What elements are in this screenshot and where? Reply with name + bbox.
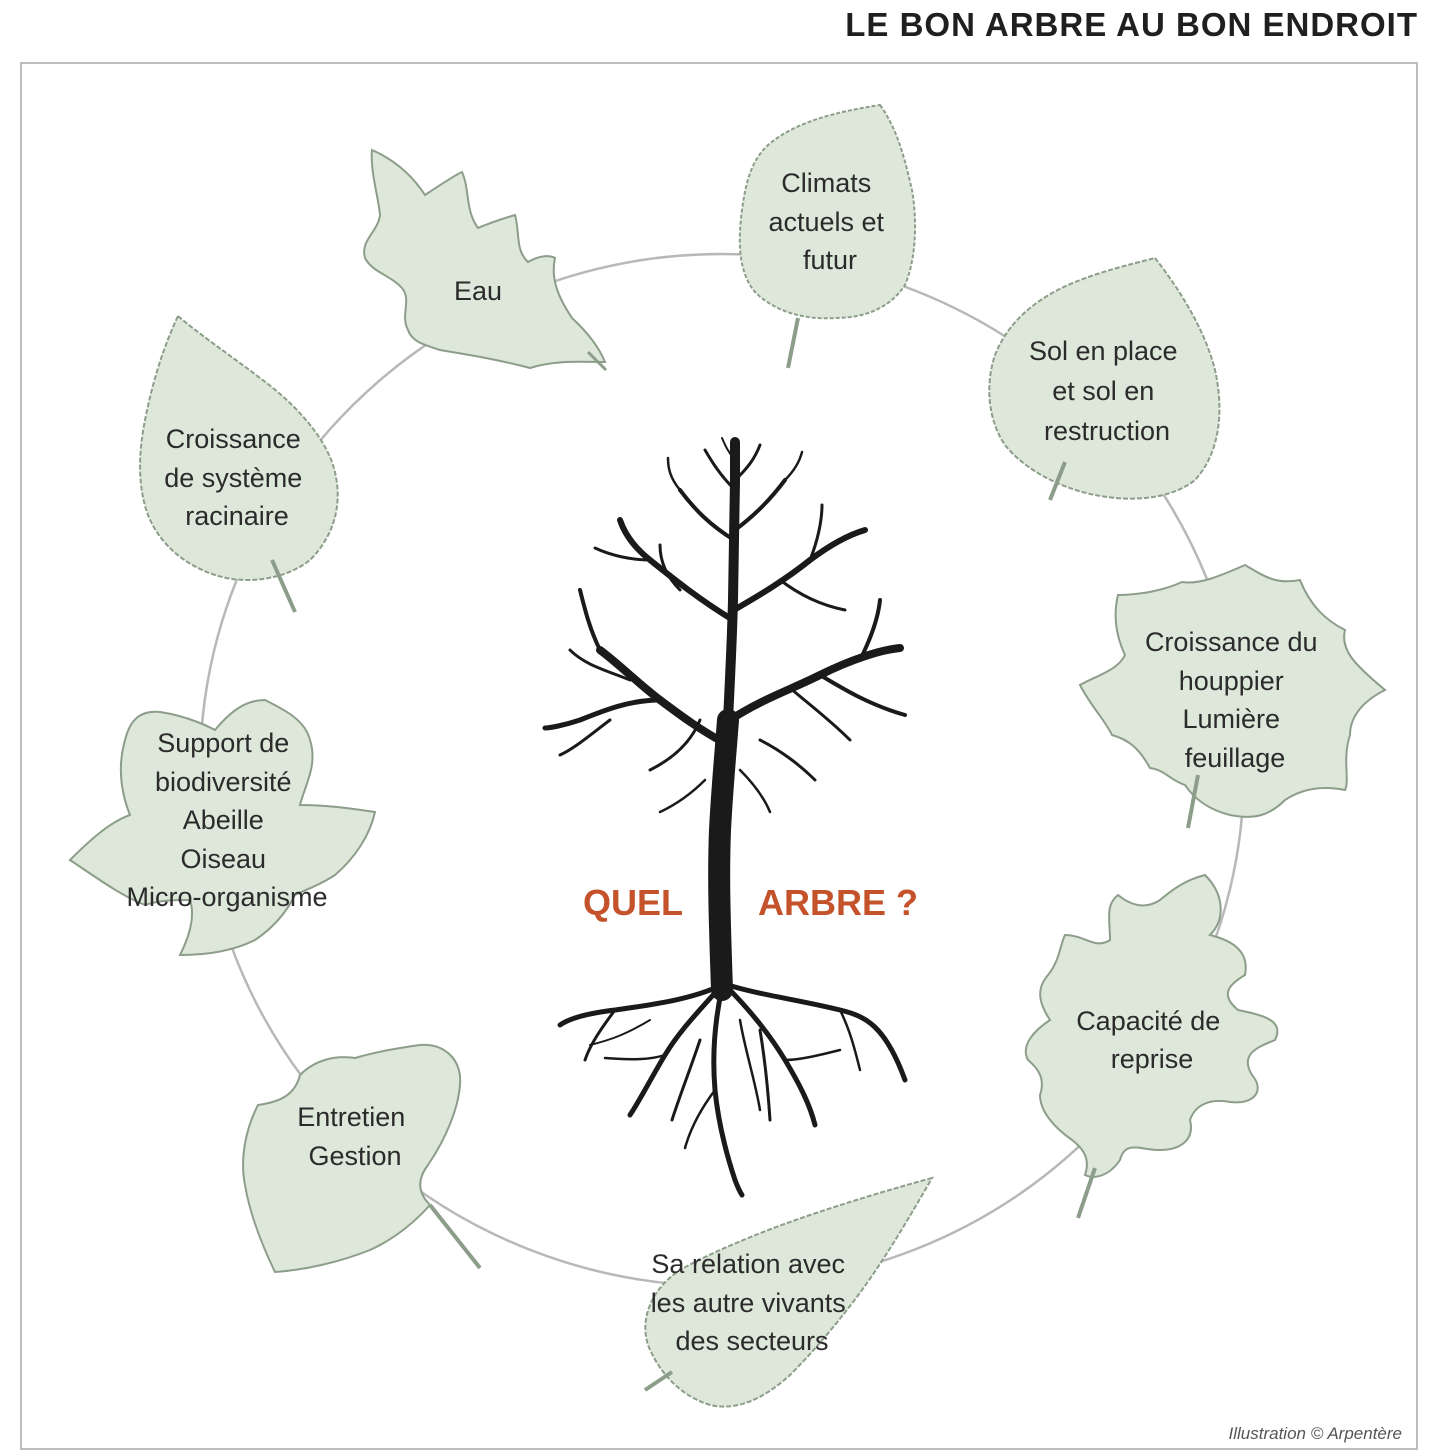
label-reprise: Capacité de reprise <box>1076 1006 1228 1074</box>
label-houppier-line: Croissance du <box>1145 627 1318 657</box>
leaf-relation <box>643 1176 935 1408</box>
label-eau-line: Eau <box>454 276 502 306</box>
label-houppier: Croissance du houppier Lumière feuillage <box>1145 627 1325 773</box>
label-houppier-line: Lumière <box>1182 704 1280 734</box>
leaf-sol <box>988 256 1221 501</box>
label-biodiversite-line: Support de <box>157 728 289 758</box>
label-biodiversite: Support de biodiversité Abeille Oiseau M… <box>126 728 327 912</box>
label-racinaire-line: de système <box>164 463 302 493</box>
diagram-title: LE BON ARBRE AU BON ENDROIT <box>845 6 1418 43</box>
label-relation: Sa relation avec les autre vivants des s… <box>651 1249 854 1356</box>
label-climats-line: Climats <box>781 168 871 198</box>
leaf-houppier <box>1078 563 1387 829</box>
leaf-racinaire <box>139 314 339 613</box>
tree-illustration <box>542 437 908 1198</box>
label-sol-line: et sol en <box>1052 376 1154 406</box>
label-racinaire: Croissance de système racinaire <box>164 424 310 531</box>
illustration-credit: Illustration © Arpentère <box>1228 1424 1402 1443</box>
label-biodiversite-line: Abeille <box>183 805 264 835</box>
label-houppier-line: houppier <box>1179 666 1284 696</box>
label-biodiversite-line: biodiversité <box>155 767 292 797</box>
label-climats-line: actuels et <box>768 207 884 237</box>
center-word-quel: QUEL <box>583 882 683 923</box>
label-biodiversite-line: Micro-organisme <box>126 882 327 912</box>
center-word-arbre: ARBRE ? <box>758 882 918 923</box>
leaf-climats <box>738 103 917 369</box>
leaf-eau <box>363 148 608 372</box>
label-racinaire-line: Croissance <box>166 424 301 454</box>
label-houppier-line: feuillage <box>1185 743 1286 773</box>
label-entretien-line: Gestion <box>308 1141 401 1171</box>
label-entretien-line: Entretien <box>297 1102 405 1132</box>
label-climats: Climats actuels et futur <box>768 168 891 275</box>
label-climats-line: futur <box>803 245 857 275</box>
label-reprise-line: Capacité de <box>1076 1006 1220 1036</box>
leaf-reprise <box>1024 873 1279 1219</box>
label-sol-line: restruction <box>1044 416 1170 446</box>
label-sol-line: Sol en place <box>1029 336 1178 366</box>
label-relation-line: des secteurs <box>675 1326 828 1356</box>
label-sol: Sol en place et sol en restruction <box>1029 336 1185 446</box>
label-relation-line: les autre vivants <box>651 1288 846 1318</box>
label-relation-line: Sa relation avec <box>651 1249 845 1279</box>
label-eau: Eau <box>454 276 502 306</box>
leaf-entretien <box>242 1043 482 1274</box>
diagram-frame <box>20 62 1418 1450</box>
label-racinaire-line: racinaire <box>185 501 289 531</box>
label-reprise-line: reprise <box>1111 1044 1194 1074</box>
label-entretien: Entretien Gestion <box>297 1102 413 1171</box>
leaf-biodiversite <box>68 698 377 957</box>
label-biodiversite-line: Oiseau <box>180 844 266 874</box>
